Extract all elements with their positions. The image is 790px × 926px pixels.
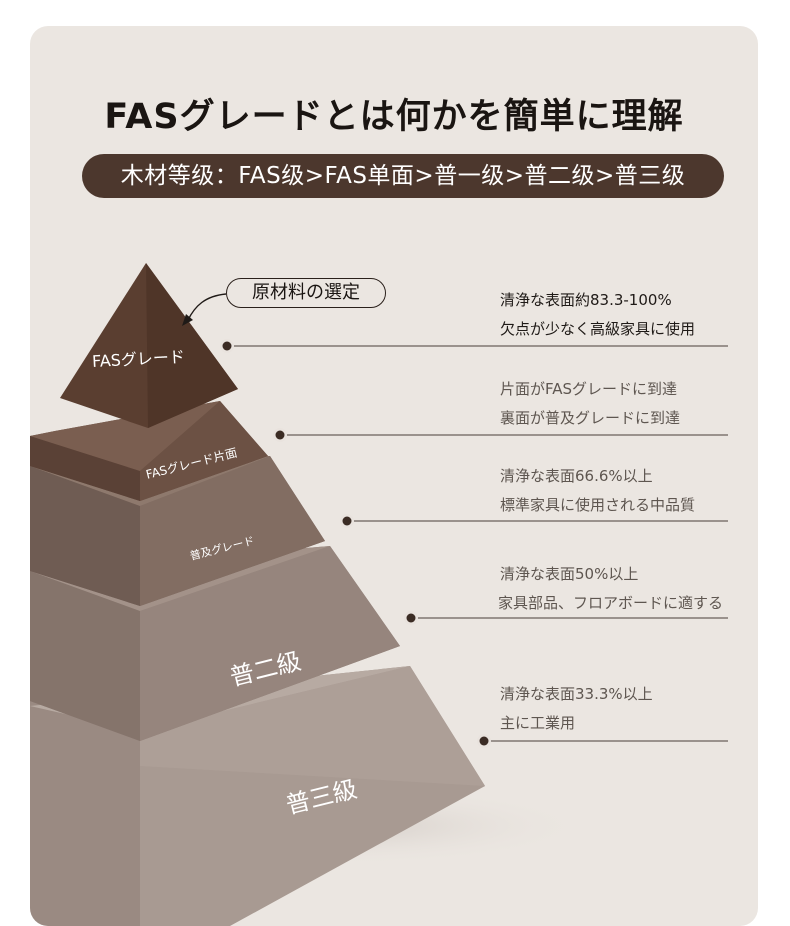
leader-line-5 [477, 734, 728, 748]
tier-3-line-1: 清浄な表面66.6%以上 [500, 467, 653, 485]
leader-line-3 [340, 514, 728, 528]
tier-2-shape [30, 401, 268, 501]
callout-arrowhead [182, 314, 193, 326]
tier-3-description: 清浄な表面66.6%以上 標準家具に使用される中品質 [500, 462, 695, 520]
tier-2-line-2: 裏面が普及グレードに到達 [500, 409, 681, 427]
leader-line-4 [404, 611, 728, 625]
tier-4-line-2: 家具部品、フロアボードに適する [498, 594, 724, 612]
tier-1-line-2: 欠点が少なく高級家具に使用 [500, 320, 696, 338]
page-title: FASグレードとは何かを簡単に理解 [104, 97, 684, 137]
infographic-card: FASグレードとは何かを簡単に理解 木材等级：FAS级>FAS单面>普一级>普二… [30, 26, 758, 926]
tier-4-line-1: 清浄な表面50%以上 [500, 565, 639, 583]
leader-line-1 [220, 339, 728, 353]
raw-material-callout: 原材料の選定 [226, 278, 386, 308]
tier-1-label: FASグレード [91, 347, 186, 371]
tier-5-line-1: 清浄な表面33.3%以上 [500, 685, 653, 703]
tier-2-description: 片面がFASグレードに到達 裏面が普及グレードに到達 [500, 375, 680, 433]
callout-arrow [187, 293, 227, 321]
grade-order-banner: 木材等级：FAS级>FAS单面>普一级>普二级>普三级 [82, 154, 724, 198]
tier-3-shape [30, 456, 325, 606]
tier-1-description: 清浄な表面約83.3-100% 欠点が少なく高級家具に使用 [500, 286, 695, 344]
tier-2-line-1: 片面がFASグレードに到達 [500, 380, 678, 398]
tier-4-description: 清浄な表面50%以上 家具部品、フロアボードに適する [498, 560, 723, 618]
leader-line-2 [273, 428, 728, 442]
tier-3-line-2: 標準家具に使用される中品質 [500, 496, 696, 514]
tier-5-line-2: 主に工業用 [500, 714, 576, 732]
tier-1-shape [60, 263, 238, 428]
tier-1-line-1: 清浄な表面約83.3-100% [500, 291, 672, 309]
tier-5-description: 清浄な表面33.3%以上 主に工業用 [500, 680, 653, 738]
grade-pyramid [30, 263, 728, 926]
